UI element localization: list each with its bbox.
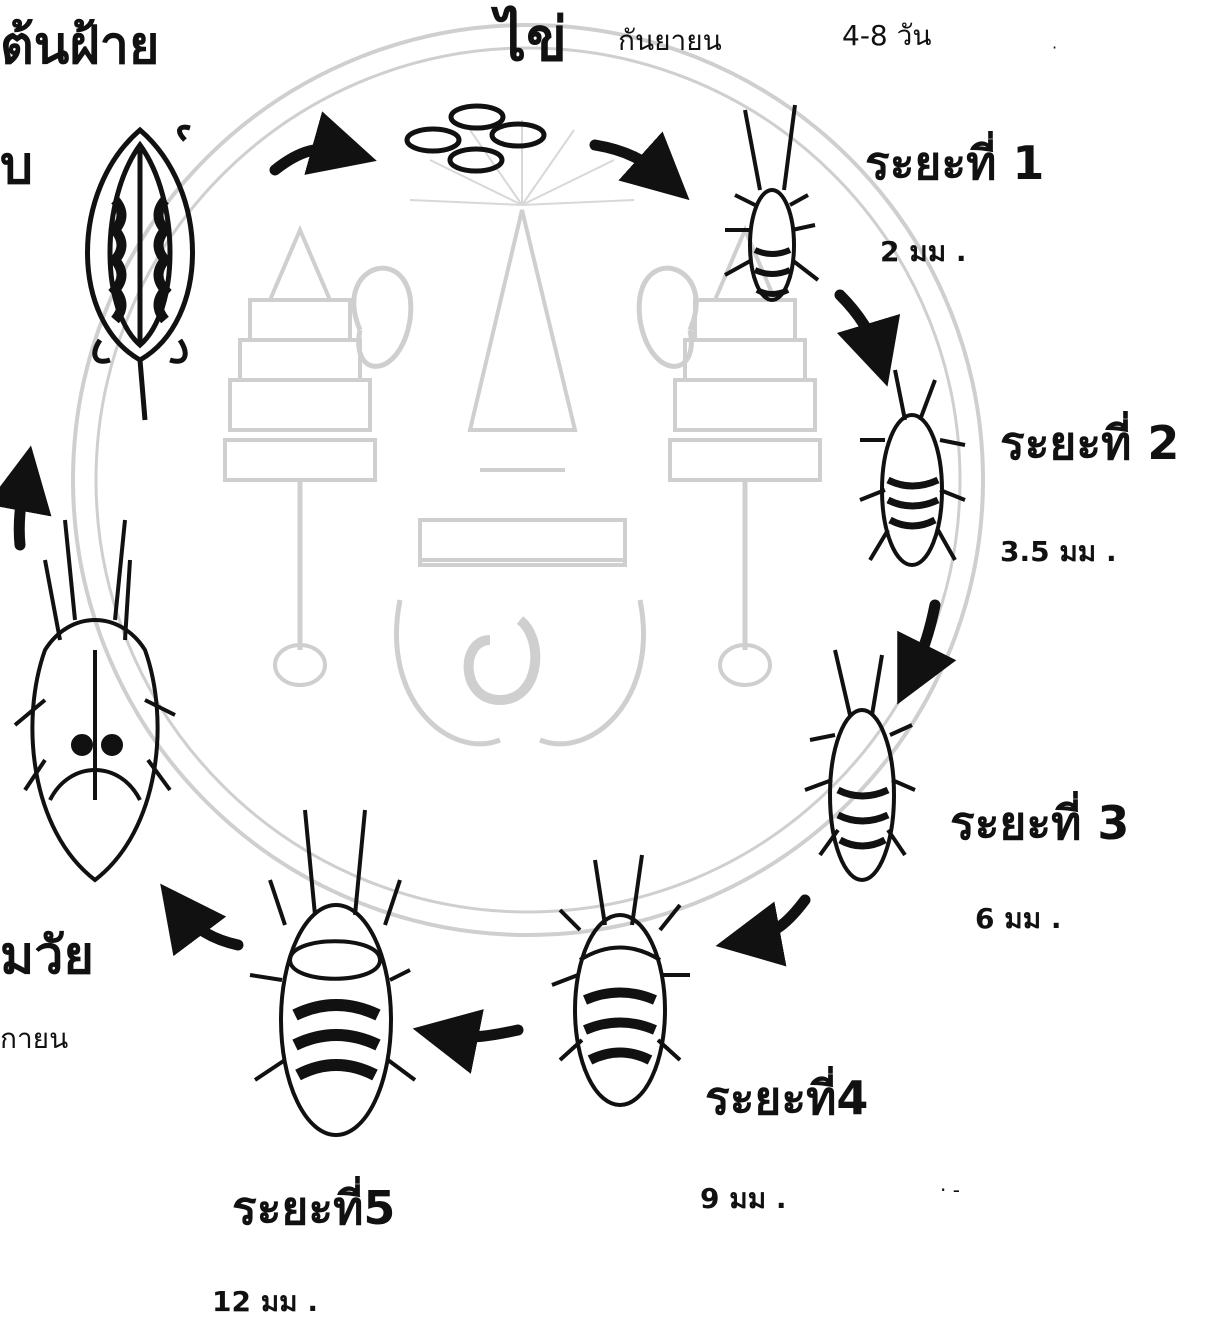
stage-3-size: 6 มม . [975,905,1062,933]
stage-3-label: ระยะที่ 3 [950,800,1129,846]
cotton-boll-icon [88,127,193,420]
arrow-icon [840,295,878,355]
egg-label: ไข่ [496,10,567,70]
speck: · - [940,1180,960,1200]
nymph-icon [250,810,415,1135]
egg-month: กันยายน [618,27,722,55]
eggs-icon [407,106,544,171]
arrow-icon [180,910,238,945]
nymph-icon [552,855,690,1105]
stage-2-label: ระยะที่ 2 [1000,420,1179,466]
stage-4-size: 9 มม . [700,1185,787,1213]
arrow-icon [445,1030,518,1037]
speck: · [1052,40,1057,56]
arrow-icon [275,149,345,170]
host-plant-label: ต้นฝ้าย [0,20,159,72]
partial-label-top: บ [0,140,33,192]
adult-month: กายน [0,1025,68,1053]
stage-5-label: ระยะที่5 [232,1185,395,1231]
egg-duration: 4-8 วัน [842,22,932,50]
stage-1-label: ระยะที่ 1 [865,140,1044,186]
stage-5-size: 12 มม . [212,1288,318,1316]
adult-label: มวัย [0,930,94,982]
arrow-icon [748,900,805,940]
adult-bug-icon [15,520,175,880]
arrow-icon [912,605,935,675]
arrow-icon [595,145,665,178]
stage-2-size: 3.5 มม . [1000,538,1117,566]
stage-1-size: 2 มม . [880,238,967,266]
nymph-icon [805,650,915,880]
stage-4-label: ระยะที่4 [705,1075,868,1121]
nymph-icon [725,105,818,300]
nymph-icon [860,370,965,565]
arrow-icon [19,478,25,545]
